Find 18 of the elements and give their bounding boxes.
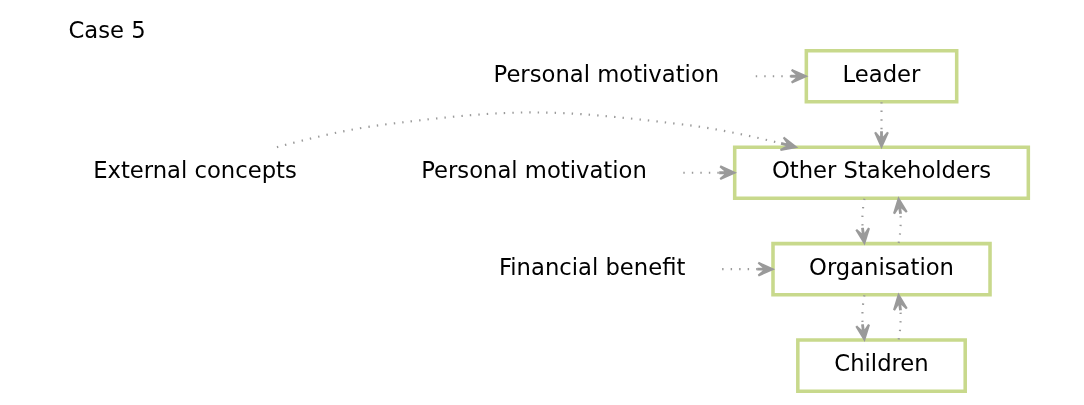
arrow <box>276 111 797 151</box>
node-text: Personal motivation <box>493 60 719 87</box>
arrow <box>892 294 908 340</box>
node-box: Children <box>795 338 967 393</box>
diagram-title: Case 5 <box>67 16 146 43</box>
node-text: External concepts <box>92 157 297 184</box>
arrow <box>755 68 807 84</box>
arrow <box>873 102 889 148</box>
node-box: Other Stakeholders <box>732 145 1030 200</box>
node-text: Personal motivation <box>420 157 647 184</box>
node-box: Leader <box>804 48 958 104</box>
arrow <box>892 197 908 244</box>
node-text: Financial benefit <box>498 253 685 280</box>
arrow <box>854 198 870 245</box>
node-box: Organisation <box>770 241 992 297</box>
arrow <box>854 295 870 341</box>
arrow <box>682 165 735 181</box>
arrow <box>721 261 774 277</box>
